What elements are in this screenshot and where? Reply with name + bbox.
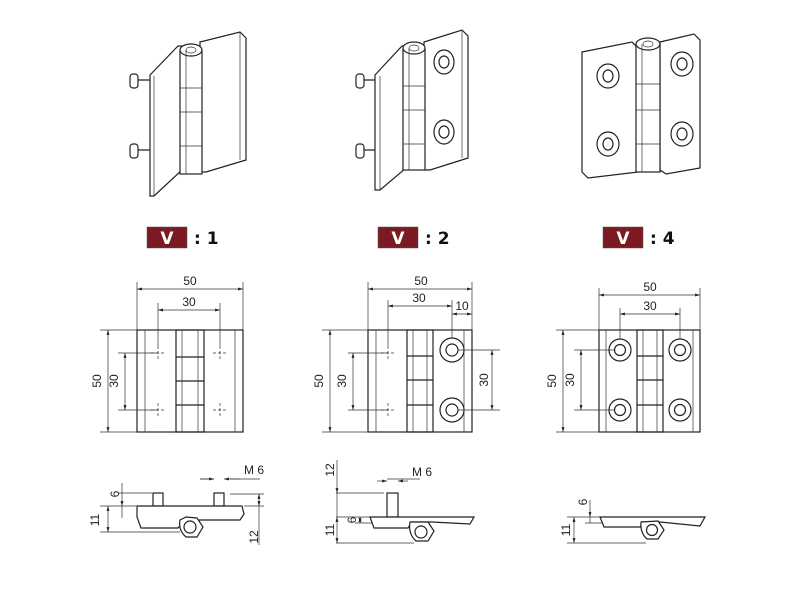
dim-edge-distance: 10 (455, 299, 469, 313)
variant-badge (146, 226, 188, 249)
dim-pin-height: 6 (576, 498, 590, 505)
dim-hole-spacing-x: 30 (643, 299, 657, 313)
dim-thickness: 11 (559, 523, 573, 536)
variant-label-v2: V : 2 (377, 226, 450, 249)
dim-hole-spacing-x: 30 (182, 295, 196, 309)
dim-thread: M 6 (412, 465, 432, 479)
dim-height: 50 (545, 374, 559, 388)
front-view-v4: 50 30 50 30 (545, 280, 701, 433)
variant-ratio: : 1 (194, 229, 219, 249)
side-view-v4: 6 11 (559, 498, 707, 544)
side-view-v1: 6 11 M 6 12 (88, 463, 264, 545)
dim-thickness: 11 (88, 513, 102, 526)
variant-badge-text: V (391, 229, 405, 249)
dim-pin-height: 6 (345, 516, 359, 523)
variant-badge-text: V (616, 229, 630, 249)
dim-pin-length: 12 (247, 530, 261, 544)
variant-badge (602, 226, 644, 249)
hinge-3d-view-v2 (355, 29, 469, 191)
variant-label-v4: V : 4 (602, 226, 675, 249)
dim-pin-height: 6 (108, 490, 122, 497)
dim-hole-spacing-y: 30 (107, 374, 121, 388)
dim-hole-spacing-y-right: 30 (477, 373, 491, 387)
front-view-v2: 50 30 10 50 30 30 (312, 274, 500, 433)
dim-thickness: 11 (323, 523, 337, 536)
dim-height: 50 (90, 374, 104, 388)
front-view-v1: 50 30 50 30 (90, 274, 244, 433)
hinge-3d-view-v4 (581, 33, 701, 179)
dim-height: 50 (312, 374, 326, 388)
dim-thread: M 6 (244, 463, 264, 477)
dim-hole-spacing-x: 30 (412, 291, 426, 305)
dim-width: 50 (414, 274, 428, 288)
dim-width: 50 (643, 280, 657, 294)
variant-ratio: : 4 (650, 229, 675, 249)
dim-pin-length: 12 (323, 463, 337, 477)
variant-badge-text: V (160, 229, 174, 249)
variant-badge (377, 226, 419, 249)
dim-hole-spacing-y: 30 (563, 373, 577, 387)
dim-hole-spacing-y: 30 (335, 374, 349, 388)
side-view-v2: 12 M 6 11 6 (323, 460, 476, 544)
hinge-3d-view-v1 (129, 31, 247, 197)
variant-ratio: : 2 (425, 229, 450, 249)
variant-label-v1: V : 1 (146, 226, 219, 249)
dim-width: 50 (183, 274, 197, 288)
